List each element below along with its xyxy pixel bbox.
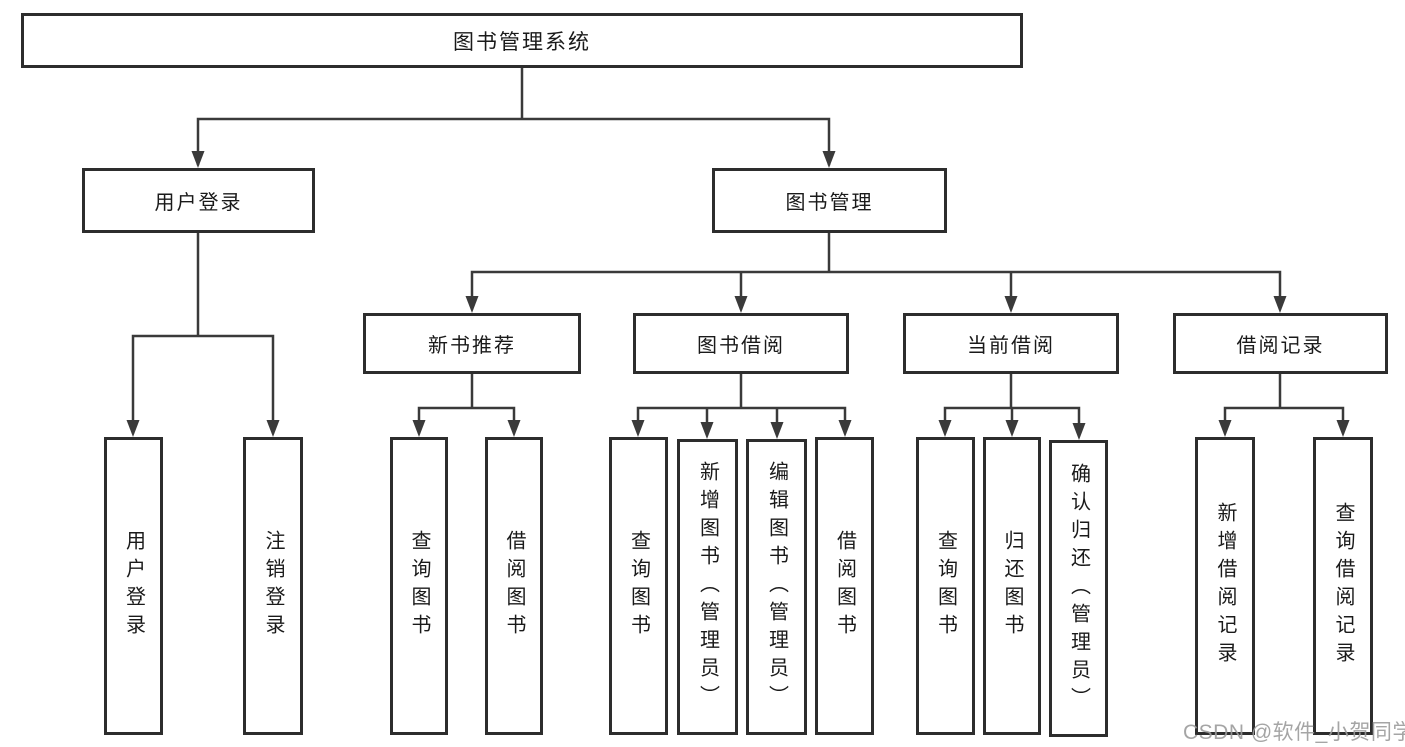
- csdn-watermark: CSDN @软件_小贺同学: [1183, 721, 1405, 744]
- leaf-add-borrow-record: 新增借阅记录: [1195, 437, 1255, 735]
- leaf-confirm-return-admin: 确认归还（管理员）: [1049, 440, 1108, 737]
- leaf-edit-book-admin: 编辑图书（管理员）: [746, 439, 807, 735]
- leaf-borrow-books-recommend: 借阅图书: [485, 437, 543, 735]
- leaf-query-borrow-record: 查询借阅记录: [1313, 437, 1373, 735]
- node-book-borrowing: 图书借阅: [633, 313, 849, 374]
- node-new-book-recommendation: 新书推荐: [363, 313, 581, 374]
- arrowheads: [126, 151, 1350, 440]
- leaf-add-book-admin: 新增图书（管理员）: [677, 439, 738, 735]
- node-borrowing-records: 借阅记录: [1173, 313, 1388, 374]
- leaf-return-book: 归还图书: [983, 437, 1041, 735]
- node-book-management: 图书管理: [712, 168, 947, 233]
- leaf-logout: 注销登录: [243, 437, 303, 735]
- leaf-query-books-recommend: 查询图书: [390, 437, 448, 735]
- leaf-query-books-current: 查询图书: [916, 437, 975, 735]
- node-current-borrowing: 当前借阅: [903, 313, 1119, 374]
- leaf-query-books-borrowing: 查询图书: [609, 437, 668, 735]
- node-library-management-system: 图书管理系统: [21, 13, 1023, 68]
- leaf-borrow-books-borrowing: 借阅图书: [815, 437, 874, 735]
- node-user-login: 用户登录: [82, 168, 315, 233]
- leaf-user-login: 用户登录: [104, 437, 163, 735]
